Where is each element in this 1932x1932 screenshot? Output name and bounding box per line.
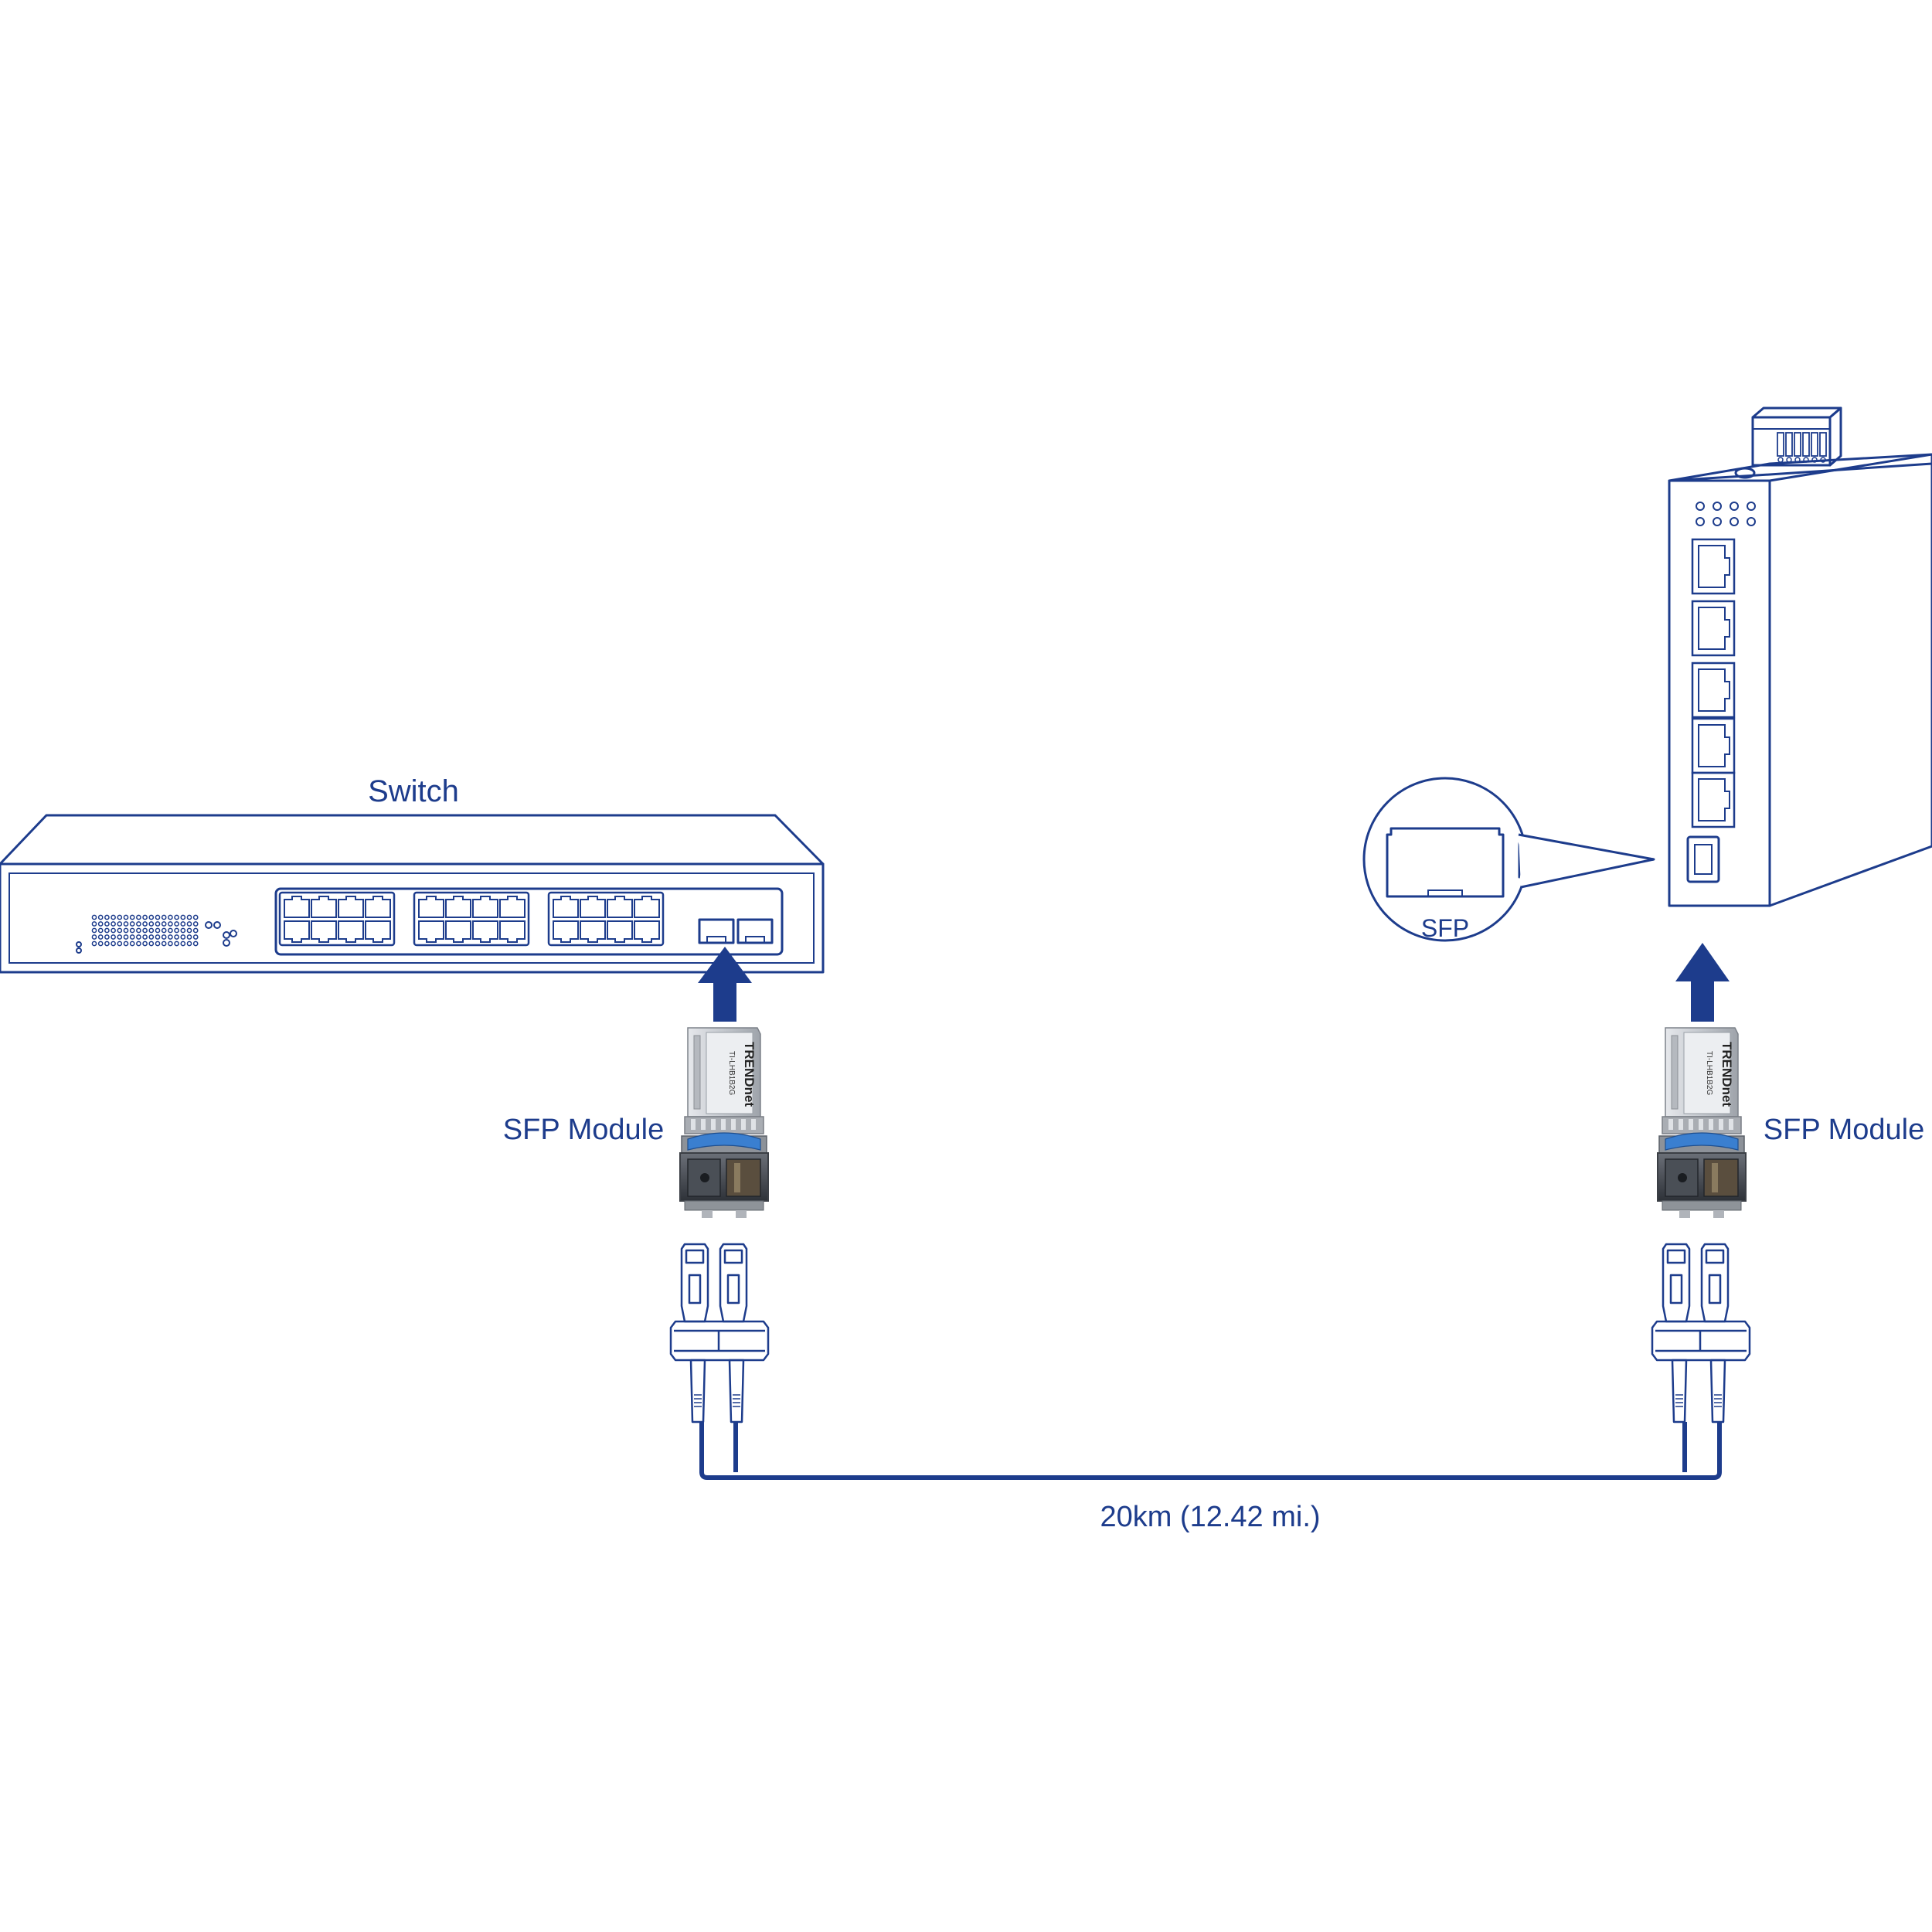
switch-sfp-slot-2: [736, 918, 774, 944]
industrial-sfp-slot: [1686, 835, 1720, 883]
sfp-callout-label: SFP: [1421, 914, 1469, 942]
terminal-block: [1751, 406, 1842, 467]
lc-connector-left: [669, 1243, 770, 1423]
module-model: TI-LHB1B2G: [1705, 1051, 1713, 1095]
module-brand: TRENDnet: [742, 1042, 757, 1107]
status-leds: [76, 921, 237, 954]
ethernet-ports: [1691, 538, 1736, 828]
ethernet-ports: [278, 891, 665, 947]
switch-device: [0, 814, 825, 974]
fiber-cable: [699, 1422, 1722, 1480]
sfp-module-right-label: SFP Module: [1764, 1114, 1924, 1146]
sfp-module-right: TRENDnet TI-LHB1B2G: [1657, 1027, 1747, 1218]
module-brand: TRENDnet: [1719, 1042, 1734, 1107]
sfp-callout: SFP: [1362, 777, 1655, 942]
status-leds: [1696, 502, 1756, 526]
switch-sfp-slot-1: [698, 918, 735, 944]
module-model: TI-LHB1B2G: [727, 1051, 736, 1095]
sfp-port-icon: [1386, 827, 1505, 898]
sfp-module-left-label: SFP Module: [503, 1114, 664, 1146]
insert-arrow-left: [698, 947, 752, 1022]
switch-label: Switch: [368, 774, 459, 808]
vent-grid: [91, 914, 199, 947]
lc-connector-right: [1651, 1243, 1751, 1423]
sfp-module-left: TRENDnet TI-LHB1B2G: [679, 1027, 769, 1218]
insert-arrow-right: [1675, 943, 1730, 1022]
distance-label: 20km (12.42 mi.): [1100, 1501, 1320, 1533]
port-panel: [274, 887, 784, 956]
industrial-switch-device: [1668, 406, 1932, 907]
